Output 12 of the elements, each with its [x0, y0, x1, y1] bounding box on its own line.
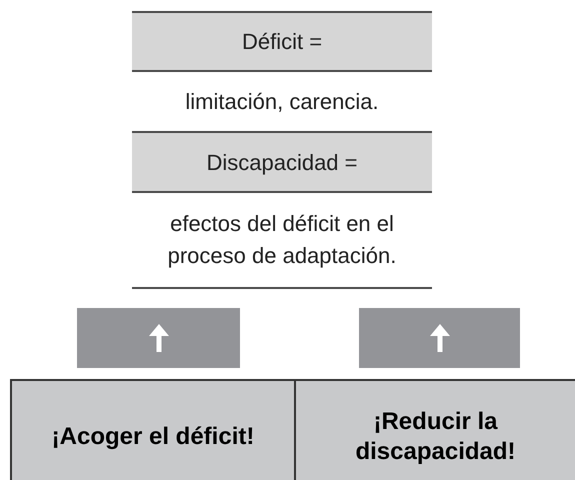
slogan-cell	[295, 379, 575, 480]
row-text: ¡Reducir la discapacidad!	[354, 406, 517, 466]
row-text: ¡Acoger el déficit!	[52, 422, 254, 452]
row-text: limitación, carencia.	[185, 88, 379, 116]
slogan-cell	[10, 379, 295, 480]
row-text: efectos del déficit en el proceso de adaptación.	[166, 210, 398, 270]
table-row	[132, 11, 432, 72]
arrow-panel	[359, 308, 520, 368]
table-row	[132, 133, 432, 193]
row-text: Discapacidad =	[206, 148, 358, 177]
arrow-panel	[77, 308, 240, 368]
row-text: Déficit =	[242, 28, 322, 56]
